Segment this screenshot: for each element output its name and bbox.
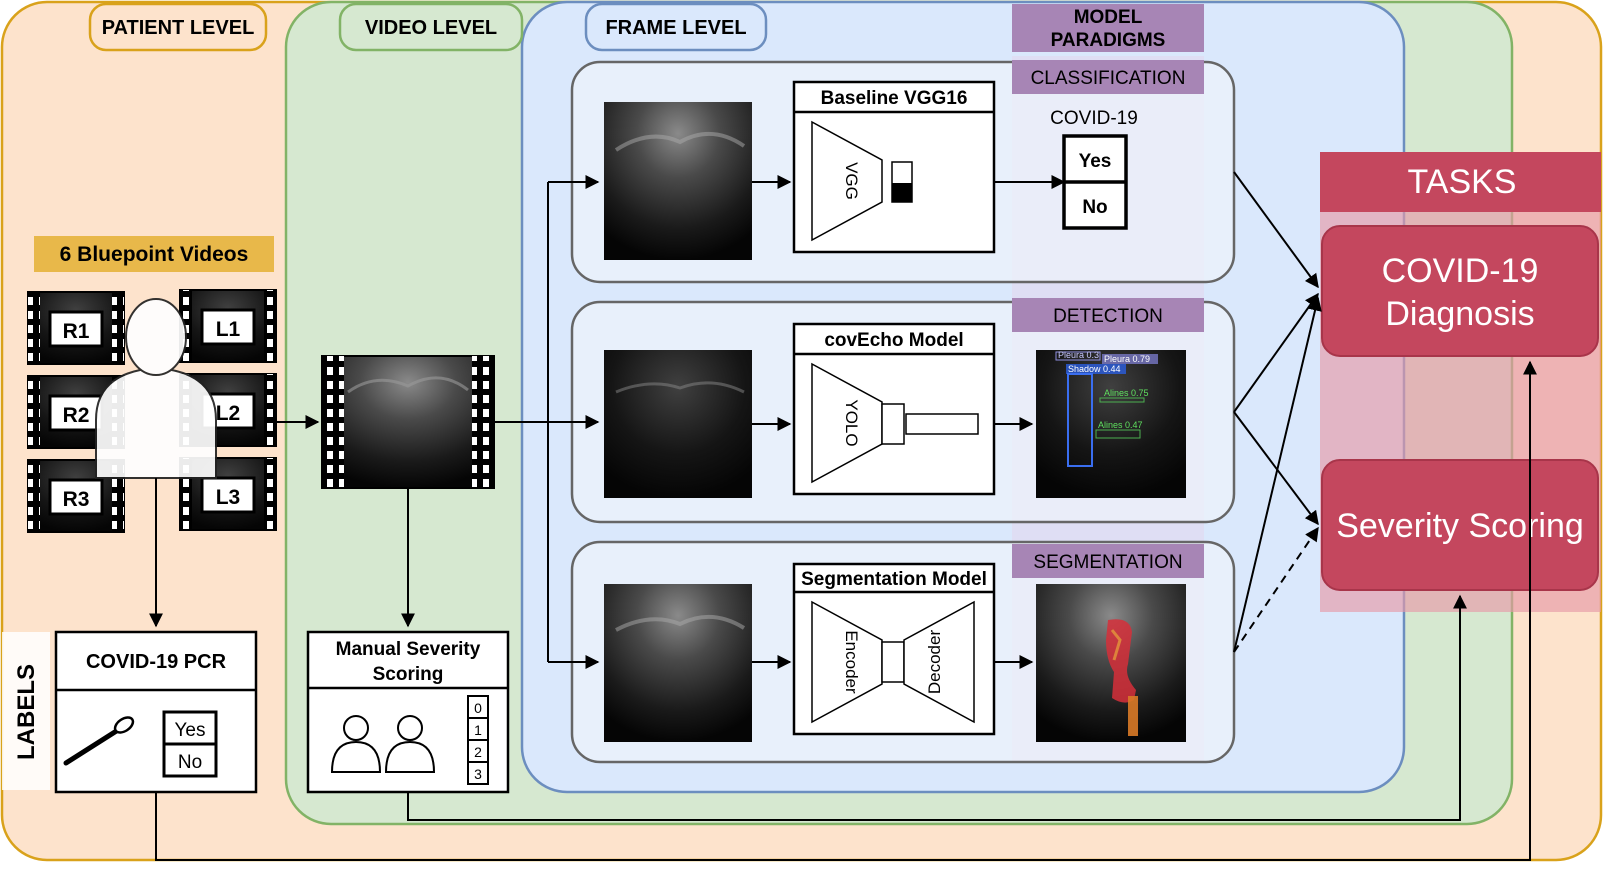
bluepoint-videos-label: 6 Bluepoint Videos — [60, 243, 249, 266]
vgg-title: Baseline VGG16 — [821, 88, 968, 109]
pcr-label-box — [54, 630, 258, 794]
diagnosis-line1: COVID-19 — [1382, 252, 1539, 290]
yolo-inner-label: YOLO — [842, 399, 861, 446]
score-scale: 0 1 2 3 — [467, 695, 489, 785]
detection-output-image: Pleura 0.3 Pleura 0.79 Shadow 0.44 Aline… — [1036, 350, 1186, 498]
det-pleura-1: Pleura 0.3 — [1058, 350, 1099, 360]
score-2: 2 — [474, 744, 482, 760]
pcr-title: COVID-19 PCR — [86, 651, 227, 673]
vgg-trapezoid — [811, 120, 883, 242]
diagnosis-task-box — [1321, 225, 1599, 357]
frame-level-tag — [584, 2, 768, 52]
score-0: 0 — [474, 700, 482, 716]
tasks-header: TASKS — [1408, 163, 1517, 201]
manual-scoring-to-severity-line — [407, 594, 1467, 821]
yolo-neck — [881, 403, 905, 445]
paradigm-header-line2: PARADIGMS — [1051, 30, 1166, 51]
segmentation-to-diagnosis-arrow — [1233, 296, 1322, 653]
film-clip-l1: L1 — [179, 289, 277, 363]
severity-task-label: Severity Scoring — [1336, 507, 1584, 545]
frame-image-classification — [604, 102, 752, 260]
labels-band — [2, 632, 50, 790]
paradigm-header-line1: MODEL — [1074, 7, 1143, 28]
frame-image-segmentation — [604, 584, 752, 742]
clinicians-icon — [330, 715, 436, 773]
point-r3: R3 — [63, 488, 90, 511]
yolo-head — [905, 413, 979, 435]
labels-side-label: LABELS — [13, 664, 40, 760]
score-3: 3 — [474, 766, 482, 782]
encoder-label: Encoder — [842, 630, 861, 694]
video-level-label: VIDEO LEVEL — [365, 17, 497, 39]
segmentation-label: SEGMENTATION — [1033, 552, 1182, 573]
classification-tag — [1012, 60, 1204, 94]
classification-output-label: COVID-19 — [1050, 108, 1138, 129]
point-r2: R2 — [63, 404, 90, 427]
manual-scoring-line2: Scoring — [373, 664, 444, 685]
det-alines-2: Alines 0.47 — [1098, 420, 1143, 430]
frame-level-label: FRAME LEVEL — [605, 17, 746, 39]
bluepoint-videos-tag — [34, 236, 274, 272]
film-clip-r1: R1 — [27, 291, 125, 365]
patient-person-icon — [95, 298, 217, 479]
det-alines-1: Alines 0.75 — [1104, 388, 1149, 398]
classification-to-diagnosis-arrow — [1233, 171, 1319, 289]
pcr-no: No — [178, 752, 202, 773]
detection-to-severity-arrow — [1233, 411, 1319, 526]
manual-scoring-line1: Manual Severity — [336, 639, 481, 660]
paradigm-header-box — [1012, 4, 1204, 52]
diagnosis-line2: Diagnosis — [1385, 295, 1534, 333]
tasks-header-box — [1320, 152, 1601, 212]
frame-image-detection — [604, 350, 752, 498]
video-level-tag — [338, 2, 524, 52]
video-film-strip — [321, 355, 495, 489]
swab-icon — [63, 716, 135, 766]
patient-level-label: PATIENT LEVEL — [102, 17, 255, 39]
decoder-trapezoid — [903, 600, 975, 724]
point-l2: L2 — [216, 402, 241, 425]
segmentation-tag — [1012, 544, 1204, 578]
point-l1: L1 — [216, 318, 241, 341]
segmentation-to-severity-arrow — [1233, 526, 1319, 653]
pcr-yes: Yes — [175, 720, 206, 741]
detection-label: DETECTION — [1053, 306, 1163, 327]
score-1: 1 — [474, 722, 482, 738]
vgg-inner-label: VGG — [842, 162, 861, 200]
point-r1: R1 — [63, 320, 90, 343]
classification-label: CLASSIFICATION — [1031, 68, 1186, 89]
pcr-to-diagnosis-line — [155, 360, 1537, 861]
det-shadow-box — [1067, 373, 1093, 467]
covecho-title: covEcho Model — [824, 330, 963, 351]
encoder-trapezoid — [811, 600, 883, 724]
decoder-label: Decoder — [925, 630, 944, 695]
classification-yes: Yes — [1079, 151, 1112, 172]
seg-title: Segmentation Model — [801, 569, 987, 590]
det-shadow: Shadow 0.44 — [1068, 364, 1121, 374]
det-pleura-2: Pleura 0.79 — [1104, 354, 1150, 364]
classification-no: No — [1082, 197, 1107, 218]
bottleneck — [881, 641, 905, 683]
segmentation-output-image — [1036, 584, 1186, 742]
detection-tag — [1012, 298, 1204, 332]
patient-level-tag — [88, 2, 268, 52]
detection-to-diagnosis-arrow — [1233, 292, 1319, 413]
point-l3: L3 — [216, 486, 241, 509]
